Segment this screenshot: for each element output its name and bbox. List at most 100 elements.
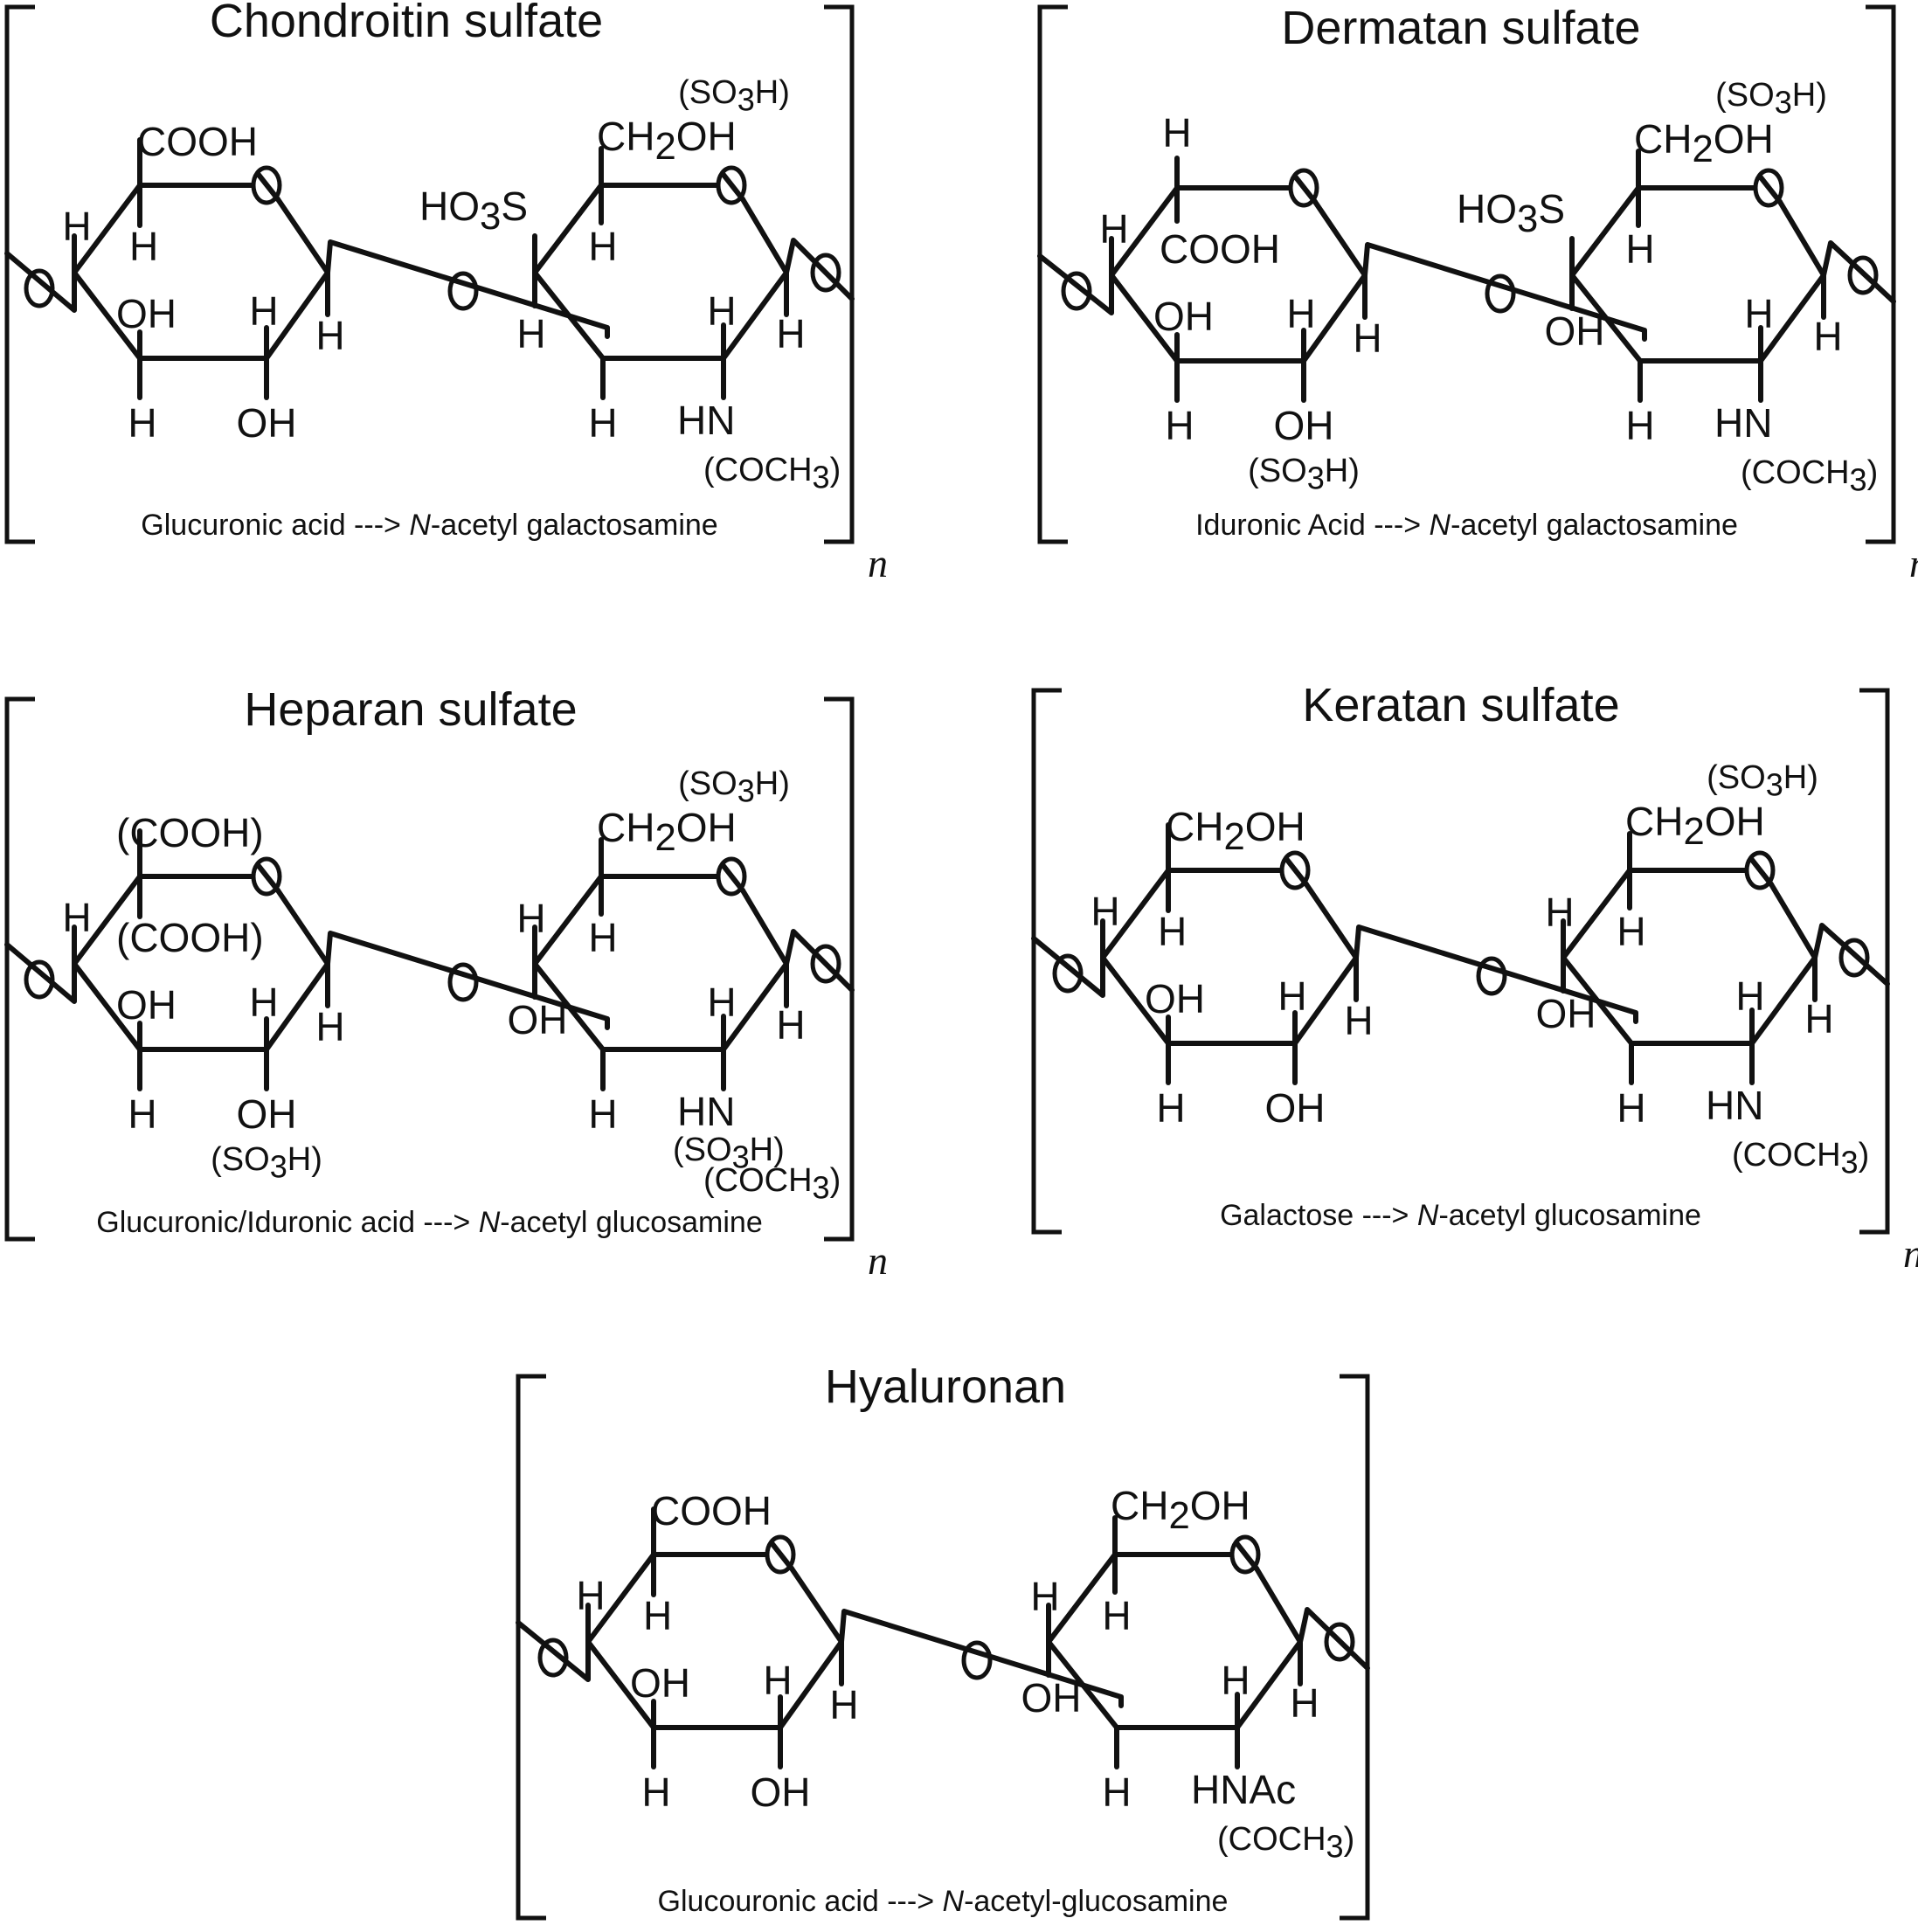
substituent-label: (SO3​H) — [1707, 759, 1818, 802]
substituent-label: HO3​S — [419, 184, 528, 238]
glycosidic-bond — [325, 239, 610, 339]
repeat-subscript-n: n — [868, 1238, 888, 1283]
panel-keratan: Keratan sulfatenGalactose ---> N-acetyl … — [1031, 679, 1918, 1276]
panel-dermatan: Dermatan sulfatenIduronic Acid ---> N-ac… — [1037, 2, 1918, 585]
repeat-subscript-n: n — [1383, 1917, 1403, 1932]
glycosidic-bond — [1354, 924, 1638, 1024]
substituent-label: OH — [237, 1091, 297, 1137]
substituent-label: (SO3​H) — [211, 1141, 322, 1184]
substituent-label: CH2​OH — [597, 114, 737, 168]
substituent-label: H — [1099, 206, 1128, 252]
ring2-oxygen — [1753, 168, 1784, 208]
ring2-oxygen — [1744, 850, 1776, 890]
substituent-label: (SO3​H) — [673, 1132, 785, 1174]
substituent-label: H — [1030, 1574, 1059, 1619]
substituent-label: H — [1278, 973, 1306, 1019]
substituent-label: HN — [677, 1089, 735, 1134]
linkage-oxygen-right — [1847, 255, 1879, 295]
ring2-oxygen-slash — [1758, 175, 1783, 204]
right-linkage-bond — [784, 929, 855, 993]
ring2-oxygen — [716, 165, 747, 205]
substituent-label: H — [776, 311, 805, 357]
glycosidic-bond — [1362, 242, 1647, 342]
substituent-label: OH — [116, 982, 177, 1028]
substituent-label: OH — [1153, 294, 1214, 339]
substituent-label: (SO3​H) — [678, 74, 790, 117]
substituent-label: H — [776, 1002, 805, 1048]
substituent-label: H — [576, 1573, 605, 1618]
glycosidic-bond — [325, 931, 610, 1030]
ring1-oxygen-slash — [256, 863, 280, 893]
repeat-subscript-n: n — [1909, 541, 1918, 585]
substituent-label: (SO3​H) — [1715, 77, 1827, 120]
right-bracket — [1866, 4, 1896, 544]
left-linkage-bond — [1031, 918, 1105, 998]
substituent-label: H — [641, 1769, 670, 1815]
substituent-label: H — [1625, 403, 1654, 448]
substituent-label: H — [588, 224, 617, 269]
panel-title: Heparan sulfate — [244, 683, 577, 736]
ring2-oxygen-slash — [1749, 857, 1774, 887]
left-linkage-bond — [4, 233, 77, 313]
linkage-oxygen-left — [1061, 271, 1092, 311]
linkage-oxygen-left — [24, 268, 55, 308]
substituent-label: H — [128, 1091, 156, 1137]
substituent-label: H — [1617, 1085, 1645, 1131]
substituent-label: OH — [508, 997, 568, 1042]
substituent-label: H — [1545, 890, 1574, 935]
substituent-label: H — [763, 1658, 792, 1703]
substituent-label: H — [588, 915, 617, 960]
glycosidic-linkage — [325, 239, 610, 339]
substituent-label: H — [62, 204, 91, 249]
ring1-oxygen — [1288, 168, 1319, 208]
substituent-label: H — [1156, 1085, 1185, 1131]
substituent-label: (COOH) — [116, 915, 264, 960]
left-linkage-bond — [1037, 236, 1114, 315]
substituent-label: H — [1091, 889, 1119, 934]
substituent-label: H — [315, 1004, 344, 1049]
substituent-label: H — [62, 895, 91, 940]
linkage-oxygen-right — [1324, 1622, 1355, 1662]
right-linkage-bond — [1821, 240, 1896, 304]
substituent-label: OH — [237, 400, 297, 446]
substituent-label: H — [707, 980, 736, 1025]
substituent-label: H — [588, 400, 617, 446]
substituent-label: H — [1102, 1593, 1131, 1638]
substituent-label: (COCH3​) — [1217, 1821, 1354, 1864]
substituent-label: H — [516, 896, 545, 941]
ring2-bonds-top — [532, 183, 719, 275]
substituent-label: HN — [1706, 1083, 1763, 1128]
ring1-oxygen — [765, 1534, 796, 1575]
substituent-label: CH2​OH — [597, 805, 737, 859]
panel-caption: Glucouronic acid ---> N-acetyl-glucosami… — [658, 1885, 1229, 1918]
substituent-label: H — [249, 980, 278, 1025]
substituent-label: HNAc — [1191, 1767, 1296, 1812]
substituent-label: (SO3​H) — [678, 765, 790, 808]
substituent-label: (SO3​H) — [1248, 453, 1360, 495]
substituent-label: CH2​OH — [1634, 116, 1774, 170]
right-bracket — [1340, 1374, 1370, 1921]
right-linkage-bond — [1298, 1607, 1370, 1671]
panel-caption: Glucuronic/Iduronic acid ---> N-acetyl g… — [96, 1206, 763, 1239]
linkage-oxygen-left — [1052, 953, 1084, 994]
glycosidic-oxygen — [1476, 956, 1507, 996]
panel-hyaluronan: HyaluronannGlucouronic acid ---> N-acety… — [516, 1361, 1403, 1932]
right-linkage-bond — [784, 238, 855, 301]
substituent-label: COOH — [1160, 226, 1280, 272]
left-bracket — [4, 696, 35, 1242]
ring2-oxygen-slash — [721, 172, 745, 202]
ring1-bonds-top — [585, 1552, 768, 1645]
repeat-subscript-n: n — [1903, 1231, 1918, 1276]
substituent-label: OH — [1021, 1675, 1082, 1721]
linkage-oxygen-left — [24, 959, 55, 1000]
repeat-subscript-n: n — [868, 541, 888, 585]
